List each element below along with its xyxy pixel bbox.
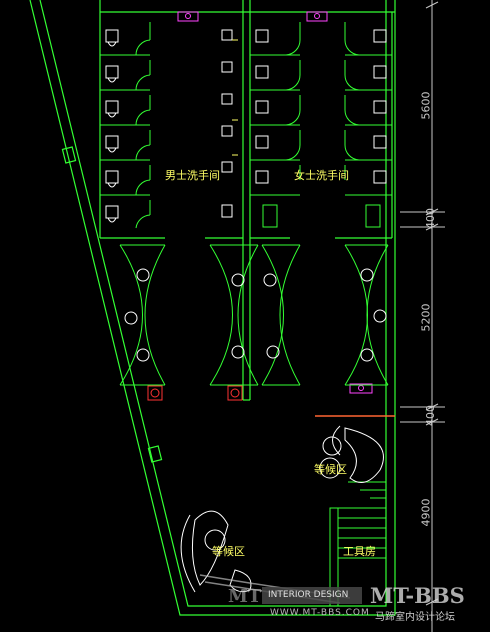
vent-markers — [177, 11, 373, 394]
watermark-url: WWW.MT-BBS.COM — [270, 608, 370, 618]
mens-toilet-stalls — [100, 22, 151, 229]
urinals-men — [221, 29, 238, 218]
label-tool-room: 工具房 — [343, 545, 376, 558]
washbasin-counters — [119, 244, 389, 386]
womens-toilets — [255, 29, 387, 184]
dimension-label-400-b: 400 — [424, 405, 437, 426]
floor-drains — [147, 385, 243, 401]
label-mens-restroom: 男士洗手间 — [165, 169, 220, 182]
label-womens-restroom: 女士洗手间 — [294, 169, 349, 182]
dimension-label-4900: 4900 — [419, 498, 433, 527]
label-waiting-area-right: 等候区 — [314, 463, 347, 476]
washbasins — [124, 268, 387, 362]
watermark-bar — [262, 587, 362, 604]
womens-toilet-stalls — [250, 22, 392, 228]
dimension-label-400-a: 400 — [424, 208, 437, 229]
mens-toilets — [105, 29, 119, 223]
watermark-logo: MT-BBS — [370, 583, 465, 608]
label-waiting-area-left: 等候区 — [212, 545, 245, 558]
dimension-label-5600: 5600 — [419, 91, 433, 120]
watermark-mark: MT — [228, 586, 262, 607]
watermark-title: INTERIOR DESIGN — [268, 590, 349, 600]
outer-walls — [29, 0, 396, 616]
watermark-site-name: 马蹄室内设计论坛 — [375, 612, 455, 623]
waiting-furniture — [180, 425, 384, 593]
dimension-line — [400, 0, 445, 632]
dimension-label-5200: 5200 — [419, 303, 433, 332]
